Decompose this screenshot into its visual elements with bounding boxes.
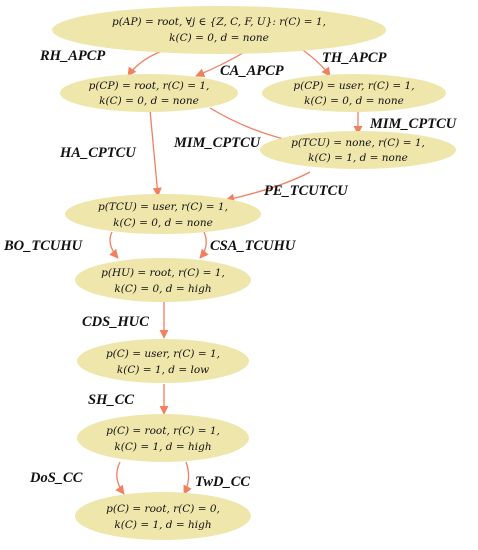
node-line: k(C) = 1, d = high (114, 441, 211, 453)
edge-label-mim-cptcu-left: MIM_CPTCU (173, 135, 262, 151)
edge-ha-cptcu-arrow (149, 109, 162, 197)
edge-label-rh-apcp: RH_APCP (39, 48, 105, 64)
edge-label-pe-tcutcu: PE_TCUTCU (264, 183, 349, 199)
node-line: p(C) = user, r(C) = 1, (106, 348, 220, 360)
edge-dos-cc-arrow (115, 461, 125, 495)
node-line: k(C) = 0, d = none (113, 217, 213, 229)
edge-label-ha-cptcu: HA_CPTCU (59, 145, 137, 161)
node-hu-root: p(HU) = root, r(C) = 1, k(C) = 0, d = hi… (75, 258, 251, 302)
node-line: p(HU) = root, r(C) = 1, (101, 267, 225, 279)
node-initial-state: p(AP) = root, ∀j ∈ {Z, C, F, U}: r(C) = … (52, 6, 386, 54)
node-line: p(CP) = user, r(C) = 1, (293, 80, 414, 92)
node-line: p(TCU) = user, r(C) = 1, (98, 201, 228, 213)
node-line: k(C) = 1, d = high (114, 519, 211, 531)
edge-pe-tcutcu-arrow (225, 171, 311, 203)
edge-labels: RH_APCP CA_APCP TH_APCP HA_CPTCU MIM_CPT… (3, 48, 458, 490)
node-line: p(C) = root, r(C) = 0, (106, 503, 220, 515)
node-line: k(C) = 0, d = none (169, 32, 269, 44)
edge-label-th-apcp: TH_APCP (322, 50, 387, 66)
edge-label-twd-cc: TwD_CC (195, 474, 250, 490)
node-c-user: p(C) = user, r(C) = 1, k(C) = 1, d = low (77, 339, 249, 383)
node-cp-user: p(CP) = user, r(C) = 1, k(C) = 0, d = no… (262, 74, 446, 112)
node-line: p(TCU) = none, r(C) = 1, (291, 137, 425, 149)
edge-label-cds-huc: CDS_HUC (82, 314, 149, 330)
edge-label-sh-cc: SH_CC (88, 392, 134, 408)
node-line: p(C) = root, r(C) = 1, (106, 425, 220, 437)
node-cp-root: p(CP) = root, r(C) = 1, k(C) = 0, d = no… (60, 74, 238, 112)
edge-label-ca-apcp: CA_APCP (220, 63, 284, 79)
node-tcu-user: p(TCU) = user, r(C) = 1, k(C) = 0, d = n… (65, 194, 261, 234)
node-c-root-final: p(C) = root, r(C) = 0, k(C) = 1, d = hig… (75, 492, 251, 540)
node-tcu-none: p(TCU) = none, r(C) = 1, k(C) = 1, d = n… (260, 131, 456, 169)
edge-bo-tcuhu-arrow (109, 231, 119, 259)
edge-label-bo-tcuhu: BO_TCUHU (3, 238, 84, 254)
node-line: k(C) = 1, d = none (308, 152, 408, 164)
edge-label-csa-tcuhu: CSA_TCUHU (210, 238, 297, 254)
node-line: k(C) = 0, d = none (304, 95, 404, 107)
node-line: p(AP) = root, ∀j ∈ {Z, C, F, U}: r(C) = … (112, 16, 326, 28)
edge-label-dos-cc: DoS_CC (29, 470, 83, 486)
edge-twd-cc-arrow (183, 461, 192, 495)
node-line: k(C) = 1, d = low (117, 364, 209, 376)
node-c-root-high: p(C) = root, r(C) = 1, k(C) = 1, d = hig… (77, 414, 249, 462)
node-line: k(C) = 0, d = none (99, 95, 199, 107)
edge-label-mim-cptcu-right: MIM_CPTCU (369, 116, 458, 132)
edge-csa-tcuhu-arrow (199, 231, 209, 259)
node-line: p(CP) = root, r(C) = 1, (89, 80, 210, 92)
node-line: k(C) = 0, d = high (114, 283, 211, 295)
